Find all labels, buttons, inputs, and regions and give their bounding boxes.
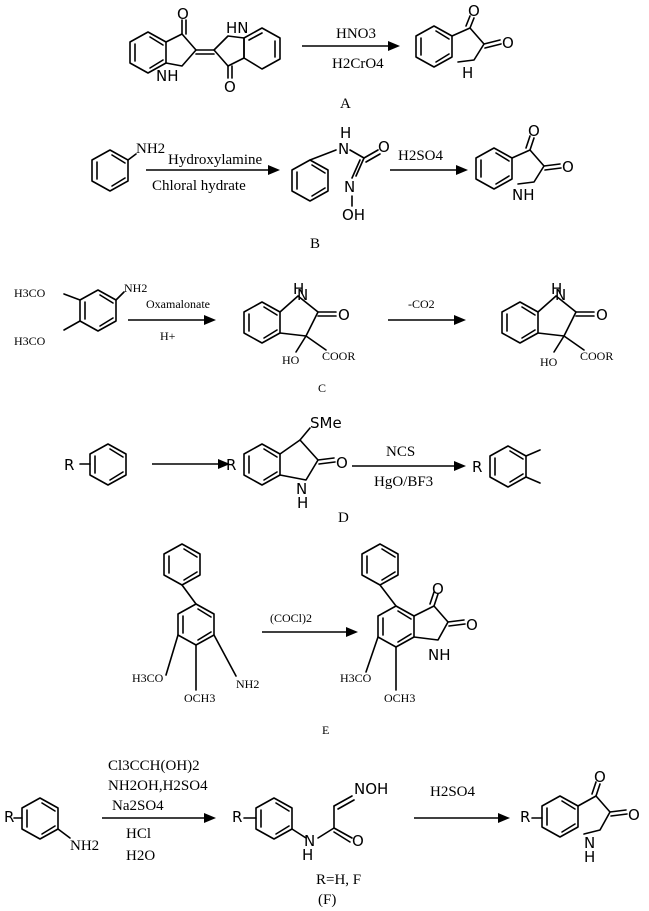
label-r: R <box>472 458 482 476</box>
atom-o: O <box>594 768 606 786</box>
atom-n: N <box>296 480 307 498</box>
atom-h: H <box>584 848 595 866</box>
atom-o: O <box>502 34 514 52</box>
atom-h: H <box>340 124 351 142</box>
atom-o: O <box>528 122 540 140</box>
atom-o: O <box>224 78 236 96</box>
intermediate-benzene <box>255 797 293 840</box>
reagent-hno3: HNO3 <box>336 26 376 42</box>
atom-hn: HN <box>226 19 249 37</box>
atom-n: N <box>584 834 595 852</box>
atom-o: O <box>596 306 608 324</box>
label-sme: SMe <box>310 414 342 432</box>
atom-o: O <box>468 2 480 20</box>
reagent-hcl: HCl <box>126 826 151 842</box>
label-r: R <box>520 808 530 826</box>
reagent-co2-loss: -CO2 <box>408 297 435 311</box>
reagent-h-plus: H+ <box>160 329 176 343</box>
atom-n: N <box>344 178 355 196</box>
atom-h: H <box>551 280 562 298</box>
panel-label-c: C <box>318 381 326 395</box>
label-och3: OCH3 <box>384 691 415 705</box>
reagent-chloral-hydrate: Chloral hydrate <box>152 178 246 194</box>
benzyl-benzene <box>163 543 201 586</box>
reagent-hgo-bf3: HgO/BF3 <box>374 474 433 490</box>
atom-o: O <box>177 5 189 23</box>
panel-c: H3CO H3CO NH2 Oxamalonate H+ H N O HO CO… <box>14 280 613 395</box>
label-r: R <box>4 808 14 826</box>
atom-n: N <box>555 286 566 304</box>
reagent-h2so4: H2SO4 <box>398 148 444 164</box>
panel-label-b: B <box>310 236 320 252</box>
reagent-na2so4: Na2SO4 <box>112 798 164 814</box>
substituted-benzene <box>89 443 127 486</box>
label-nh2: NH2 <box>236 677 259 691</box>
panel-f: R NH2 Cl3CCH(OH)2 NH2OH,H2SO4 Na2SO4 HCl… <box>4 758 640 908</box>
label-r: R <box>64 456 74 474</box>
product-benzyl-benzene <box>361 543 399 586</box>
atom-h: H <box>462 64 473 82</box>
panel-a: O NH HN O HNO3 H2CrO4 O O H A <box>129 2 514 112</box>
panel-label-e: E <box>322 723 329 737</box>
label-h3co: H3CO <box>132 671 164 685</box>
atom-nh: NH <box>512 186 535 204</box>
atom-n: N <box>338 140 349 158</box>
atom-nh: NH <box>428 646 451 664</box>
label-oh: OH <box>342 206 365 224</box>
atom-h: H <box>297 494 308 512</box>
label-nh2: NH2 <box>124 281 147 295</box>
label-ho: HO <box>282 353 300 367</box>
reagent-oxamalonate: Oxamalonate <box>146 297 210 311</box>
reagent-ncs: NCS <box>386 444 415 460</box>
label-noh: NOH <box>354 780 388 798</box>
reagent-h2o: H2O <box>126 848 155 864</box>
label-h3co: H3CO <box>14 334 46 348</box>
atom-o: O <box>466 616 478 634</box>
label-nh2: NH2 <box>136 141 165 157</box>
label-r: R <box>226 456 236 474</box>
intermediate-benzene <box>291 159 329 202</box>
atom-nh: NH <box>156 67 179 85</box>
panel-label-d: D <box>338 510 349 526</box>
label-nh2: NH2 <box>70 838 99 854</box>
panel-label-a: A <box>340 96 351 112</box>
atom-h: H <box>302 846 313 864</box>
label-r: R <box>232 808 242 826</box>
condition-r: R=H, F <box>316 872 361 888</box>
label-ho: HO <box>540 355 558 369</box>
reagent-h2cro4: H2CrO4 <box>332 56 384 72</box>
atom-o: O <box>378 138 390 156</box>
reagent-nh2oh: NH2OH,H2SO4 <box>108 778 208 794</box>
atom-o: O <box>352 832 364 850</box>
panel-e: H3CO OCH3 NH2 (COCl)2 O O NH H3CO OCH3 E <box>132 543 478 737</box>
label-coor: COOR <box>322 349 355 363</box>
atom-h: H <box>293 280 304 298</box>
panel-b: NH2 Hydroxylamine Chloral hydrate N H O … <box>91 122 574 252</box>
reagent-h2so4: H2SO4 <box>430 784 476 800</box>
indigo-right-benzene <box>243 27 281 70</box>
aniline-benzene <box>21 797 59 840</box>
atom-n: N <box>304 832 315 850</box>
panel-label-f: (F) <box>318 892 336 908</box>
atom-o: O <box>338 306 350 324</box>
atom-o: O <box>336 454 348 472</box>
label-coor: COOR <box>580 349 613 363</box>
label-h3co: H3CO <box>340 671 372 685</box>
panel-d: R R SMe O N H NCS HgO/BF3 R D <box>64 414 541 526</box>
reagent-chloral: Cl3CCH(OH)2 <box>108 758 200 774</box>
label-h3co: H3CO <box>14 286 46 300</box>
atom-o: O <box>562 158 574 176</box>
reagent-oxalyl-chloride: (COCl)2 <box>270 611 312 625</box>
atom-o: O <box>628 806 640 824</box>
label-och3: OCH3 <box>184 691 215 705</box>
atom-n: N <box>297 286 308 304</box>
atom-o: O <box>432 580 444 598</box>
reagent-hydroxylamine: Hydroxylamine <box>168 152 262 168</box>
